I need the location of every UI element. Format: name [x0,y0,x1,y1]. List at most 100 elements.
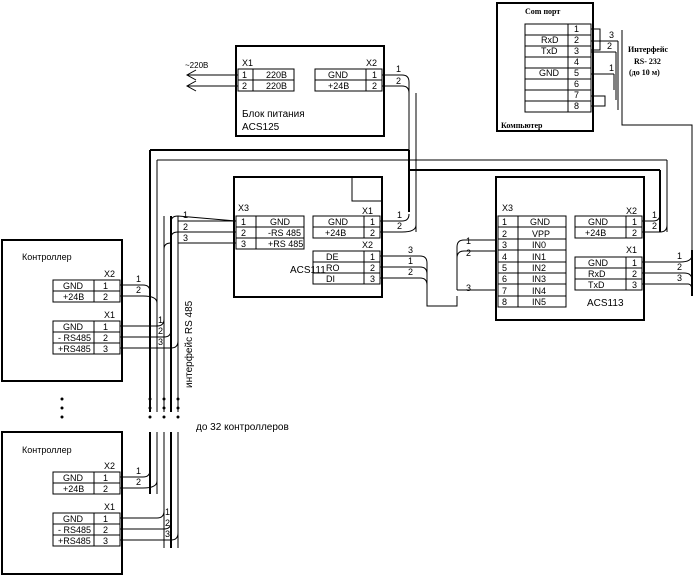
acs111-x1-sig1: GND [328,217,349,227]
acs111-pw-2: 2 [397,221,402,231]
controller-1-x1-label: X1 [104,310,115,320]
com-pin-4: 4 [574,57,579,67]
c2-x1-sig3: +RS485 [58,536,91,546]
acs111-power-wires: 1 2 [380,210,417,233]
acs111-x2-sig2: RO [326,263,340,273]
c2-rs-3: 3 [165,529,170,539]
bus-wire-3: 3 [183,233,188,243]
acs113-x1-label: X1 [626,245,637,255]
c1-x2-pin2: 2 [103,292,108,302]
rs232-label-1: Интерфейс [628,45,668,54]
acs111-name: ACS111 [290,265,326,276]
controller-2-name: Контроллер [22,445,72,455]
acs113-x2-sig1: GND [588,217,609,227]
acs111-x2-pin2: 2 [370,263,375,273]
acs113-pw-2: 2 [652,221,657,231]
acs111-x3-label: X3 [238,203,249,213]
com-sig-5: GND [539,68,560,78]
acs111-x3-sig3: +RS 485 [268,239,303,249]
acs113-in-wire-2: 2 [466,248,471,258]
c2-rs-1: 1 [165,507,170,517]
acs111-x2-pin3: 3 [370,274,375,284]
continuation-dots [60,397,180,419]
acs111-x3-sig1: GND [270,217,291,227]
acs113-x3-pin1: 1 [502,217,507,227]
power-supply-block: X1 X2 1 220В 2 220В GND 1 +24В 2 Блок пи… [235,45,385,137]
mains-label: ~220В [185,61,208,70]
acs113-x3-pin5: 5 [502,263,507,273]
c1-x1-pin3: 3 [103,344,108,354]
computer-com-title: Com порт [525,7,560,16]
acs113-x3-sig7: IN4 [532,286,546,296]
rs485-bus: 1 2 3 интерфейс RS 485 [163,210,237,412]
acs113-x3-sig5: IN2 [532,263,546,273]
c1-rs-2: 2 [158,326,163,336]
rs485-interface-label: интерфейс RS 485 [183,300,195,388]
c2-x2-pin2: 2 [103,484,108,494]
c2-pw-1: 1 [136,466,141,476]
computer-footer: Компьютер [501,121,543,130]
controller-2-x2-label: X2 [104,461,115,471]
acs113-x3-sig3: IN0 [532,240,546,250]
com-pin-2: 2 [574,35,579,45]
c1-x2-sig2: +24В [63,292,84,302]
controller-2-x1-label: X1 [104,502,115,512]
acs113-pw-1: 1 [652,210,657,220]
c1-x1-sig3: +RS485 [58,344,91,354]
acs111-x2-pin1: 1 [370,252,375,262]
power-wire-1: 1 [396,64,401,74]
acs113-rs-1: 1 [677,251,682,261]
acs113-x3-sig6: IN3 [532,274,546,284]
c1-x2-pin1: 1 [103,281,108,291]
c1-rs-1: 1 [158,315,163,325]
acs113-x3-pin6: 6 [502,274,507,284]
controller-2-block: Контроллер X2 X1 GND +24В 1 2 GND - RS48… [1,431,123,575]
controller-1-wires: 1 2 1 2 3 [120,274,179,349]
acs111-x2-sig1: DE [326,252,339,262]
power-x2-pin2: 2 [372,81,377,91]
c2-x1-pin2: 2 [103,525,108,535]
c1-rs-3: 3 [158,337,163,347]
controller-2-wires: 1 2 1 2 3 [120,466,179,541]
com-pin-8: 8 [574,101,579,111]
c2-pw-2: 2 [136,477,141,487]
acs111-x1-pin1: 1 [370,217,375,227]
acs113-x2-pin2: 2 [632,228,637,238]
power-x1-label: X1 [242,58,253,68]
acs111-x1-pin2: 2 [370,228,375,238]
acs113-x1-pin1: 1 [632,258,637,268]
acs111-pw-1: 1 [397,210,402,220]
controller-1-block: Контроллер X2 X1 GND +24В 1 2 GND - RS48… [1,239,123,382]
power-x2-pin1: 1 [372,70,377,80]
c2-x2-sig1: GND [63,473,84,483]
acs113-in-wire-1: 1 [466,236,471,246]
acs113-x3-pin7: 7 [502,286,507,296]
computer-block: Com порт Компьютер RxD TxD GND 1 2 3 4 5… [496,2,594,132]
acs113-x1-pin3: 3 [632,280,637,290]
controller-1-x2-label: X2 [104,269,115,279]
bus-wire-1: 1 [183,210,188,220]
bus-wire-2: 2 [183,222,188,232]
acs113-x1-pin2: 2 [632,269,637,279]
controller-1-name: Контроллер [22,252,72,262]
c1-x1-pin1: 1 [103,322,108,332]
com-sig-2: RxD [541,35,559,45]
com-wire-3: 3 [609,30,614,40]
acs113-name: ACS113 [587,298,624,309]
c1-x1-pin2: 2 [103,333,108,343]
acs113-rs-3: 3 [677,273,682,283]
c2-x1-pin3: 3 [103,536,108,546]
acs111-x1-sig2: +24В [325,228,346,238]
c1-x2-sig1: GND [63,281,84,291]
acs113-block: X3 X2 X1 1 2 3 4 5 6 7 8 GND VPP IN0 IN1… [495,176,645,321]
rs485-bus-lower [149,432,179,548]
acs111-link-1: 1 [408,256,413,266]
c1-pw-1: 1 [136,274,141,284]
c2-x2-pin1: 1 [103,473,108,483]
acs111-x1-label: X1 [362,206,373,216]
power-x1-pin1: 1 [242,70,247,80]
acs113-x3-pin3: 3 [502,240,507,250]
power-name: Блок питания [242,109,305,120]
com-wire-1: 1 [609,63,614,73]
power-wire-2: 2 [396,76,401,86]
